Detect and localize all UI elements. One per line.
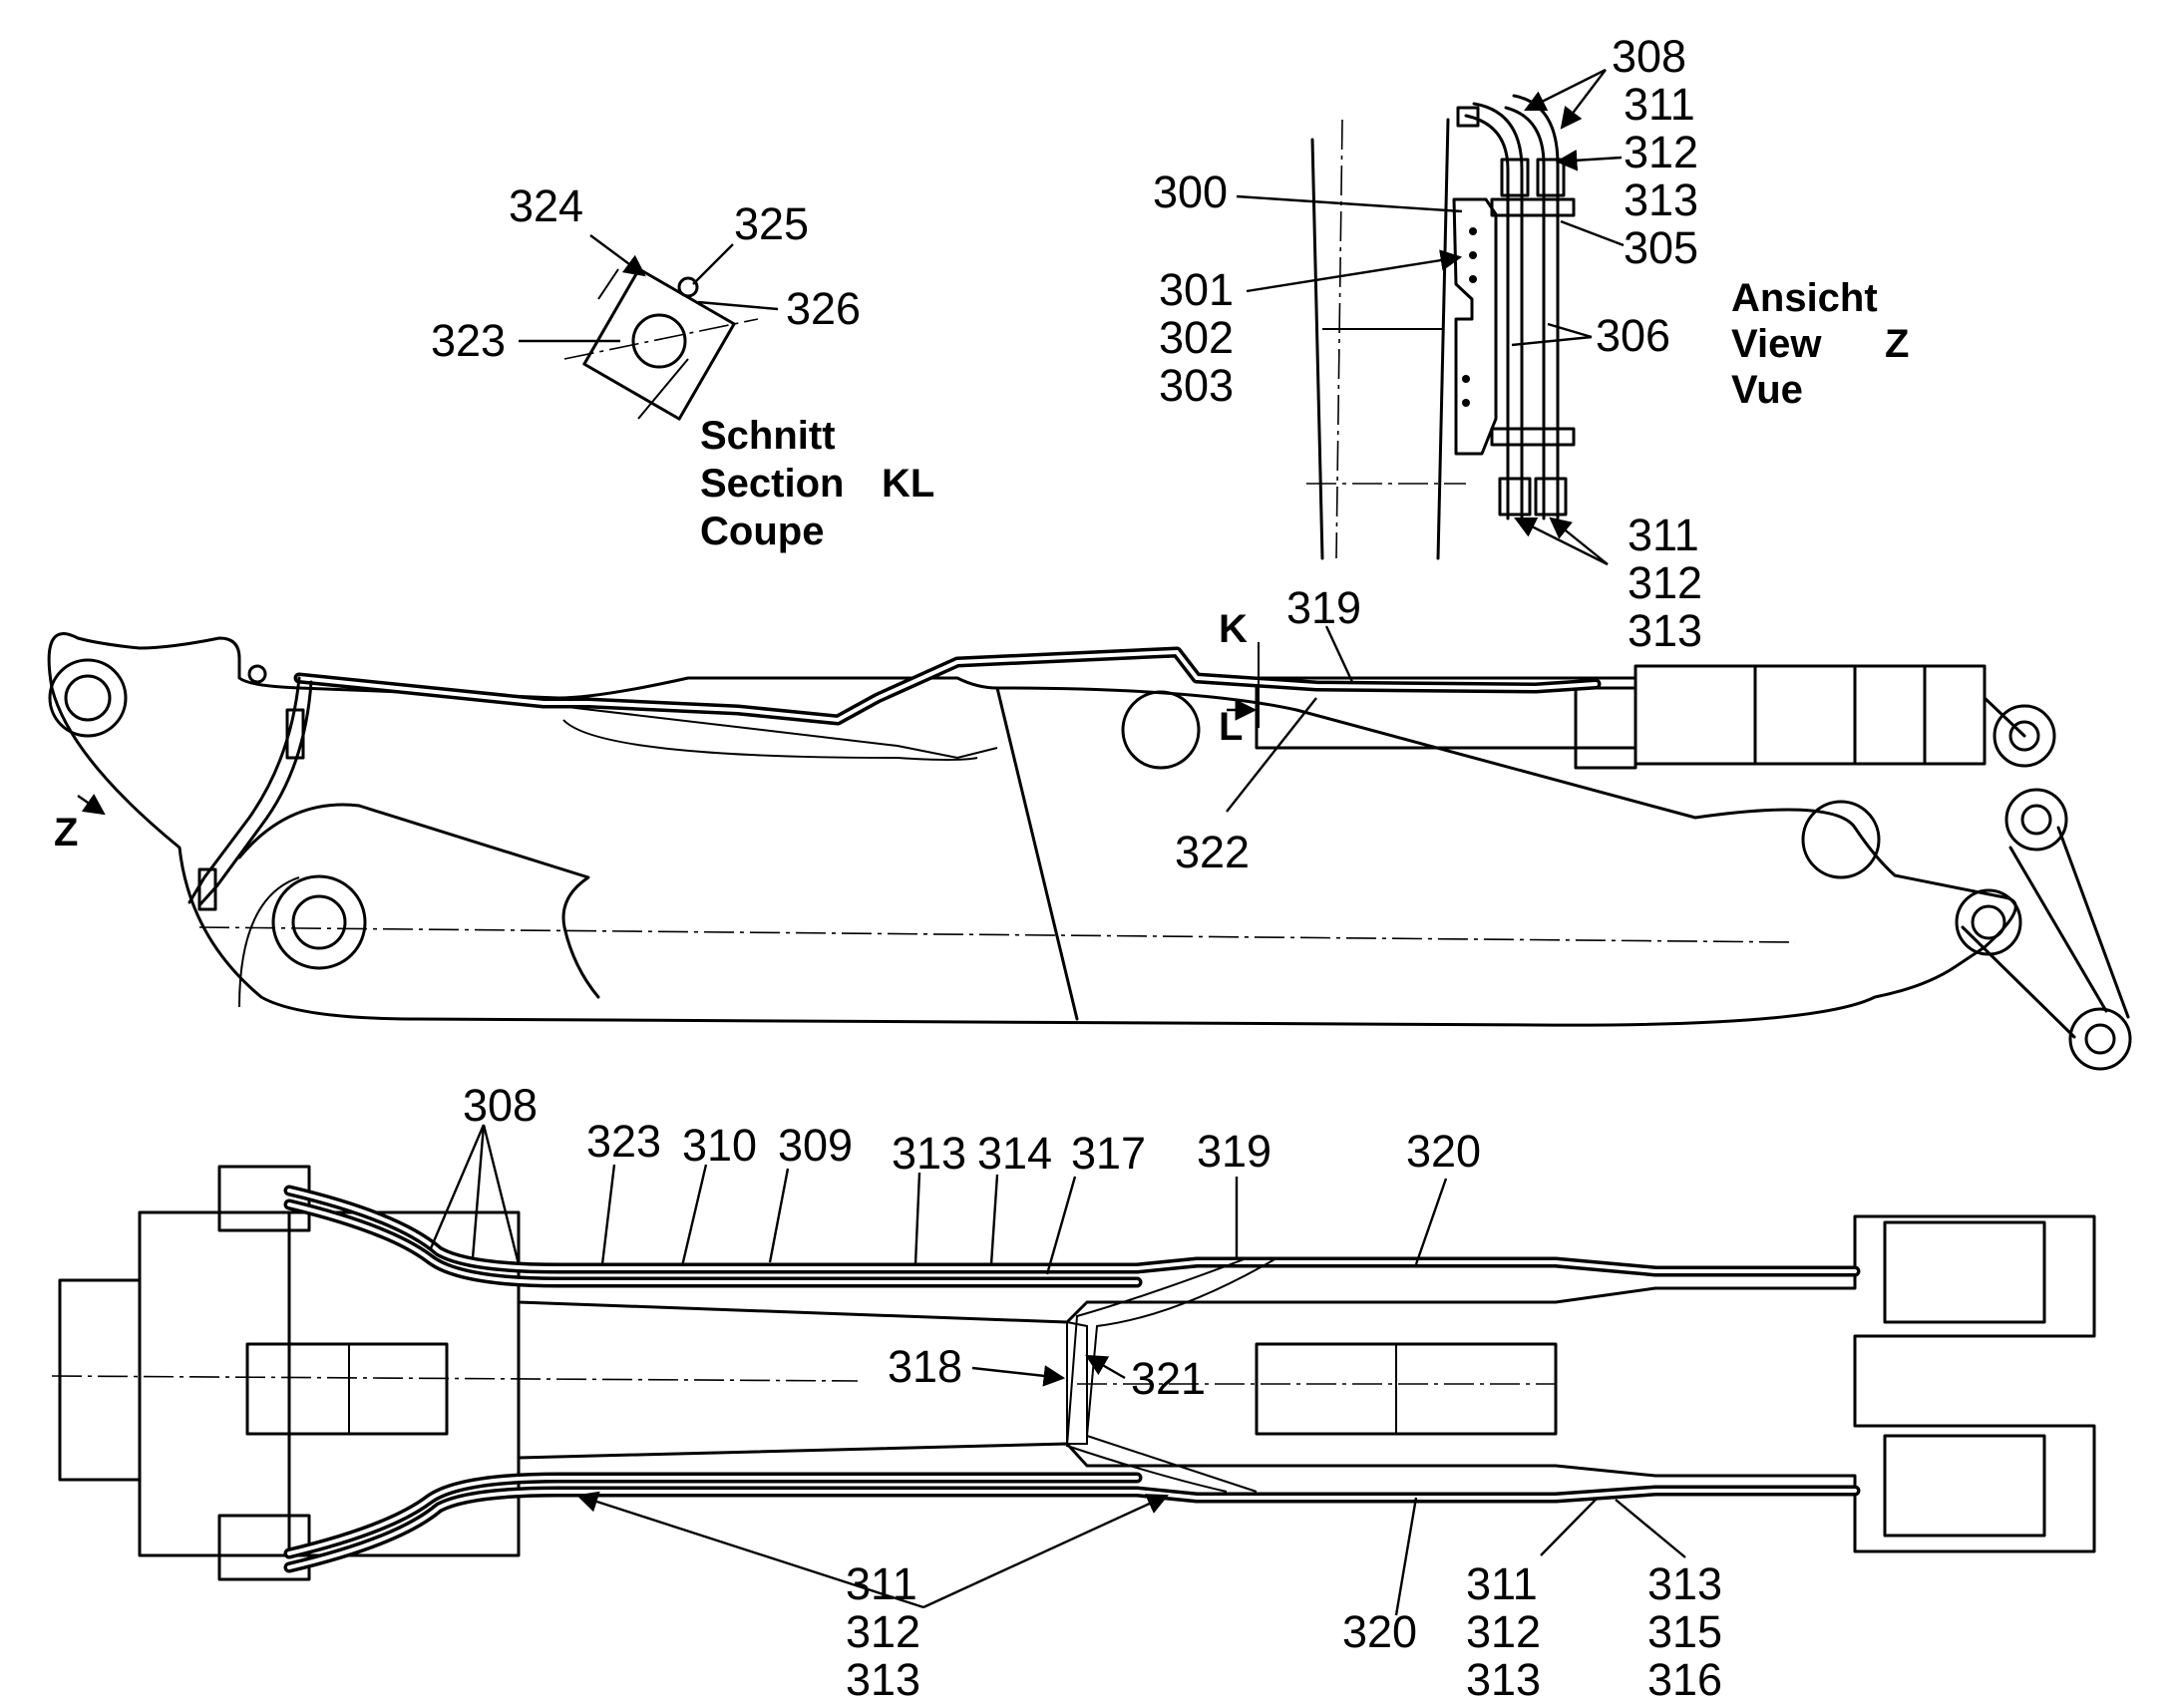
caption-schnitt: Schnitt (700, 414, 836, 458)
callout-317: 317 (1071, 1128, 1146, 1179)
callout-302: 302 (1159, 312, 1234, 363)
boom-top-view: 308 323 310 309 313 314 317 319 320 318 … (51, 1080, 2096, 1705)
callout-303: 303 (1159, 360, 1234, 411)
callout-323-top: 323 (586, 1116, 661, 1167)
section-l-marker: L (1219, 705, 1243, 749)
callout-301: 301 (1159, 264, 1234, 315)
callout-320-bottom: 320 (1342, 1606, 1417, 1657)
callout-319-side: 319 (1286, 582, 1361, 633)
callout-312-lower: 312 (1628, 557, 1702, 608)
callout-323: 323 (431, 315, 506, 366)
caption-coupe: Coupe (700, 510, 824, 553)
caption-ansicht: Ansicht (1731, 276, 1878, 320)
callout-326: 326 (786, 283, 861, 334)
callout-319-top: 319 (1197, 1126, 1272, 1177)
callout-318: 318 (888, 1341, 962, 1392)
callout-321: 321 (1131, 1353, 1206, 1404)
callout-315: 315 (1647, 1606, 1722, 1657)
callout-311-right: 311 (1466, 1558, 1538, 1609)
section-k-marker: K (1219, 607, 1248, 651)
view-z-marker: Z (54, 811, 78, 854)
boom-side-view: Z K L 319 322 (47, 582, 2132, 1071)
callout-325: 325 (734, 198, 809, 249)
callout-310: 310 (682, 1120, 757, 1171)
callout-308-top: 308 (463, 1080, 538, 1131)
callout-311-lower: 311 (1628, 510, 1699, 560)
callout-300: 300 (1153, 167, 1228, 217)
callout-311: 311 (1624, 79, 1695, 130)
callout-308: 308 (1612, 31, 1686, 82)
caption-view: View (1731, 322, 1822, 366)
caption-z: Z (1885, 322, 1909, 366)
callout-312-top: 312 (846, 1606, 920, 1657)
callout-312-right: 312 (1466, 1606, 1541, 1657)
callout-313-lower: 313 (1628, 605, 1702, 656)
caption-section: Section (700, 462, 844, 506)
callout-314: 314 (977, 1128, 1052, 1179)
section-kl-detail: 324 325 326 323 Schnitt Section KL Coupe (431, 180, 934, 553)
callout-313-bottom: 313 (846, 1654, 920, 1705)
caption-vue: Vue (1731, 368, 1803, 412)
callout-324: 324 (509, 180, 583, 231)
callout-305: 305 (1624, 222, 1698, 273)
callout-320-top: 320 (1406, 1126, 1481, 1177)
caption-kl: KL (882, 462, 934, 506)
callout-313-top: 313 (892, 1128, 966, 1179)
callout-313: 313 (1624, 174, 1698, 225)
callout-311-top: 311 (846, 1558, 917, 1609)
callout-313-right: 313 (1466, 1654, 1541, 1705)
callout-322: 322 (1175, 827, 1250, 877)
callout-316: 316 (1647, 1654, 1722, 1705)
callout-306: 306 (1596, 310, 1670, 361)
callout-309: 309 (778, 1120, 853, 1171)
callout-312: 312 (1624, 127, 1698, 177)
callout-313-far-right: 313 (1647, 1558, 1722, 1609)
view-z-detail: 308 311 312 313 305 300 301 302 303 306 … (1153, 31, 1909, 656)
